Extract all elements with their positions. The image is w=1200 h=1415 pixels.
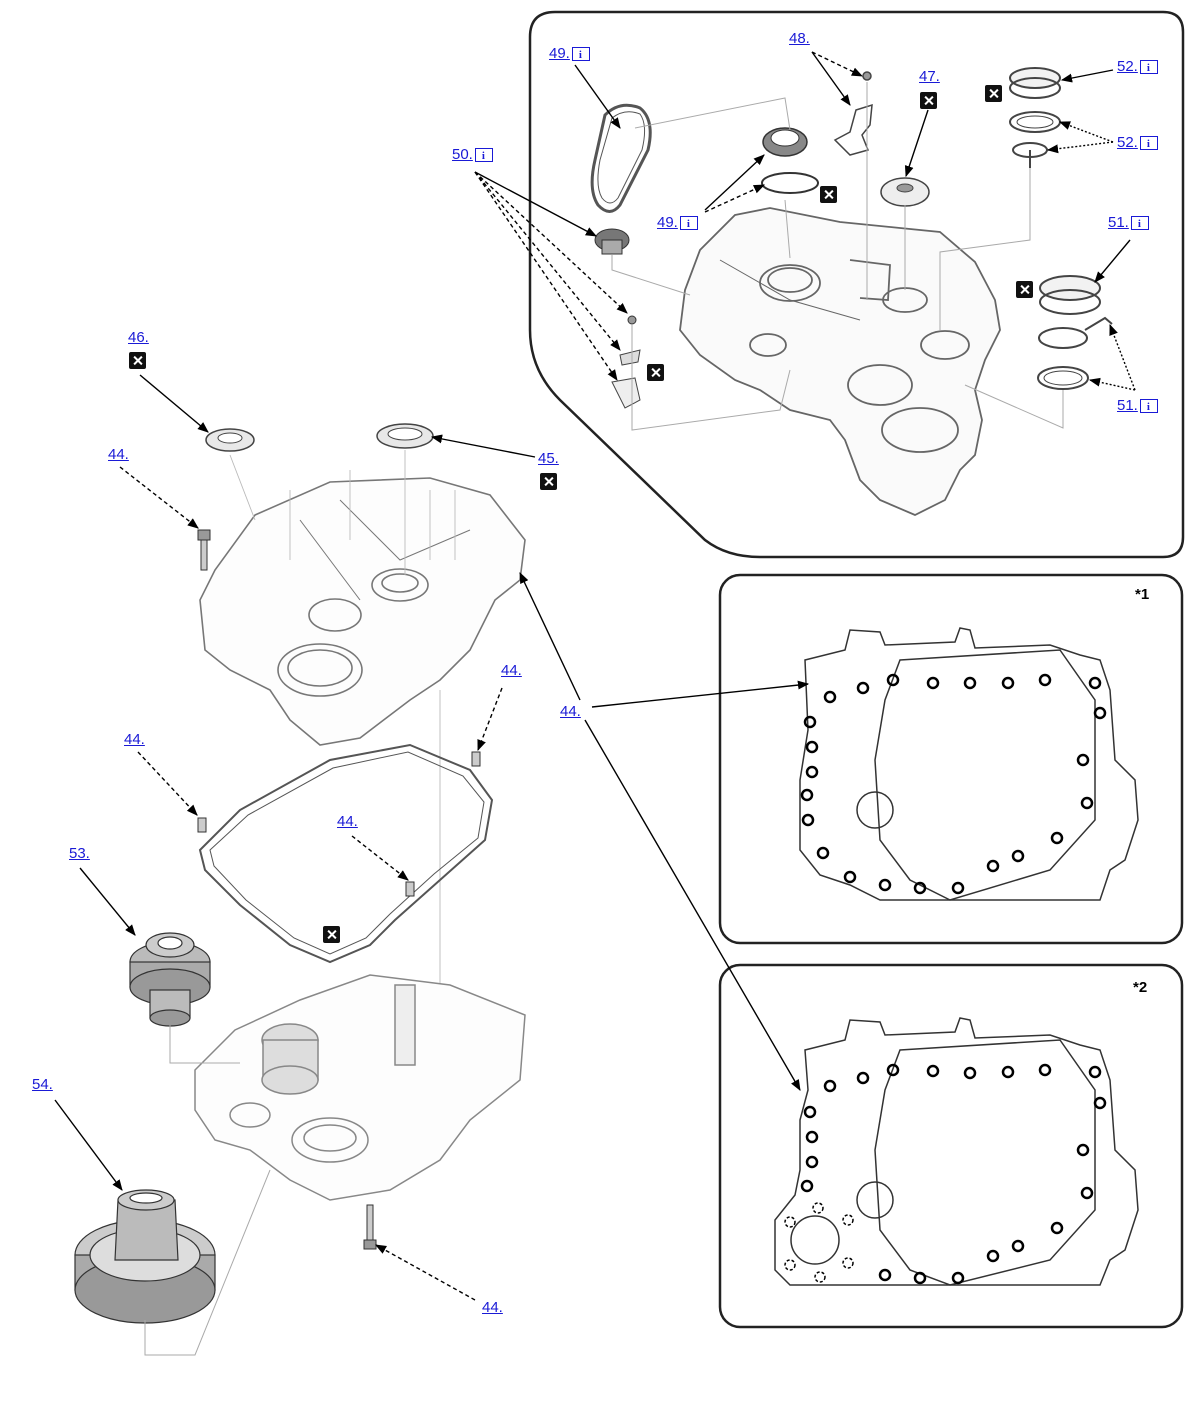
non-reusable-part-icon bbox=[820, 186, 837, 203]
callout-52-top[interactable]: 52. bbox=[1117, 58, 1158, 77]
transmission-case-upper bbox=[199, 477, 526, 746]
callout-46-label: 46. bbox=[128, 329, 149, 346]
bolt-44-bottom bbox=[363, 1204, 377, 1250]
callout-44-bolt-top-label: 44. bbox=[108, 446, 129, 463]
callout-49-chain-label: 49. bbox=[549, 45, 570, 62]
inset-1-marker: *1 bbox=[1135, 586, 1150, 603]
callout-49-chain[interactable]: 49. bbox=[549, 45, 590, 64]
inset-1-bolt-markers bbox=[800, 673, 1107, 895]
callout-44-center-label: 44. bbox=[560, 703, 581, 720]
gear-50 bbox=[594, 228, 641, 409]
non-reusable-part-icon bbox=[985, 85, 1002, 102]
inset-panel-2 bbox=[718, 963, 1184, 1329]
inset-panel-1 bbox=[718, 573, 1184, 945]
repair-manual-reference-icon[interactable] bbox=[1139, 59, 1158, 77]
callout-51-bottom[interactable]: 51. bbox=[1117, 397, 1158, 416]
callout-44-pin-left-label: 44. bbox=[124, 731, 145, 748]
washer-45 bbox=[376, 423, 434, 449]
leader-arrows bbox=[54, 51, 1136, 1301]
gear-53 bbox=[129, 932, 211, 1027]
inset-2-bolt-markers bbox=[800, 1063, 1107, 1285]
gear-53-guide bbox=[169, 1025, 240, 1064]
non-reusable-part-icon bbox=[323, 926, 340, 943]
transmission-case-lower bbox=[194, 974, 526, 1201]
callout-51-top[interactable]: 51. bbox=[1108, 214, 1149, 233]
repair-manual-reference-icon[interactable] bbox=[1139, 398, 1158, 416]
callout-50[interactable]: 50. bbox=[452, 146, 493, 165]
callout-52-top-label: 52. bbox=[1117, 58, 1138, 75]
callout-49-seal[interactable]: 49. bbox=[657, 214, 698, 233]
inset-2-dashed-bolts bbox=[784, 1202, 854, 1283]
callout-48-label: 48. bbox=[789, 30, 810, 47]
non-reusable-part-icon bbox=[647, 364, 664, 381]
repair-manual-reference-icon[interactable] bbox=[1139, 135, 1158, 153]
callout-52-bottom-label: 52. bbox=[1117, 134, 1138, 151]
callout-54[interactable]: 54. bbox=[32, 1076, 53, 1094]
callout-53-label: 53. bbox=[69, 845, 90, 862]
repair-manual-reference-icon[interactable] bbox=[1130, 215, 1149, 233]
non-reusable-part-icon bbox=[920, 92, 937, 109]
non-reusable-part-icon bbox=[129, 352, 146, 369]
seal-47 bbox=[880, 177, 930, 207]
differential-54 bbox=[74, 1189, 216, 1324]
callout-44-pin-middle[interactable]: 44. bbox=[337, 813, 358, 831]
dowel-pins bbox=[197, 751, 481, 897]
callout-46[interactable]: 46. bbox=[128, 329, 149, 347]
callout-44-pin-right[interactable]: 44. bbox=[501, 662, 522, 680]
bolt-44-top bbox=[197, 529, 211, 571]
callout-44-center[interactable]: 44. bbox=[560, 703, 581, 721]
chain-part bbox=[590, 103, 652, 213]
shims-52 bbox=[1009, 67, 1061, 168]
callout-51-top-label: 51. bbox=[1108, 214, 1129, 231]
inset-1-housing bbox=[799, 627, 1139, 901]
inset-2-marker: *2 bbox=[1133, 979, 1148, 996]
callout-49-seal-label: 49. bbox=[657, 214, 678, 231]
case-gasket bbox=[198, 743, 494, 964]
washer-46 bbox=[205, 428, 255, 452]
differential-guide bbox=[144, 1169, 271, 1356]
callout-52-bottom[interactable]: 52. bbox=[1117, 134, 1158, 153]
callout-44-pin-left[interactable]: 44. bbox=[124, 731, 145, 749]
callout-44-pin-right-label: 44. bbox=[501, 662, 522, 679]
repair-manual-reference-icon[interactable] bbox=[679, 215, 698, 233]
callout-44-bolt-top[interactable]: 44. bbox=[108, 446, 129, 464]
callout-44-bolt-bottom[interactable]: 44. bbox=[482, 1299, 503, 1317]
repair-manual-reference-icon[interactable] bbox=[571, 46, 590, 64]
bracket-48 bbox=[833, 71, 873, 156]
callout-44-bolt-bottom-label: 44. bbox=[482, 1299, 503, 1316]
callout-45[interactable]: 45. bbox=[538, 450, 559, 468]
non-reusable-part-icon bbox=[540, 473, 557, 490]
callout-45-label: 45. bbox=[538, 450, 559, 467]
callout-53[interactable]: 53. bbox=[69, 845, 90, 863]
side-cover-housing bbox=[679, 207, 1001, 516]
callout-47[interactable]: 47. bbox=[919, 68, 940, 86]
alignment-lines-detail bbox=[611, 82, 1064, 431]
oil-seal-49 bbox=[761, 127, 819, 194]
shims-51 bbox=[1037, 275, 1113, 390]
callout-47-label: 47. bbox=[919, 68, 940, 85]
callout-48[interactable]: 48. bbox=[789, 30, 810, 48]
callout-54-label: 54. bbox=[32, 1076, 53, 1093]
repair-manual-reference-icon[interactable] bbox=[474, 147, 493, 165]
detail-panel-frame bbox=[528, 10, 1185, 559]
callout-51-bottom-label: 51. bbox=[1117, 397, 1138, 414]
callout-50-label: 50. bbox=[452, 146, 473, 163]
inset-2-housing bbox=[774, 1017, 1139, 1286]
non-reusable-part-icon bbox=[1016, 281, 1033, 298]
callout-44-pin-middle-label: 44. bbox=[337, 813, 358, 830]
